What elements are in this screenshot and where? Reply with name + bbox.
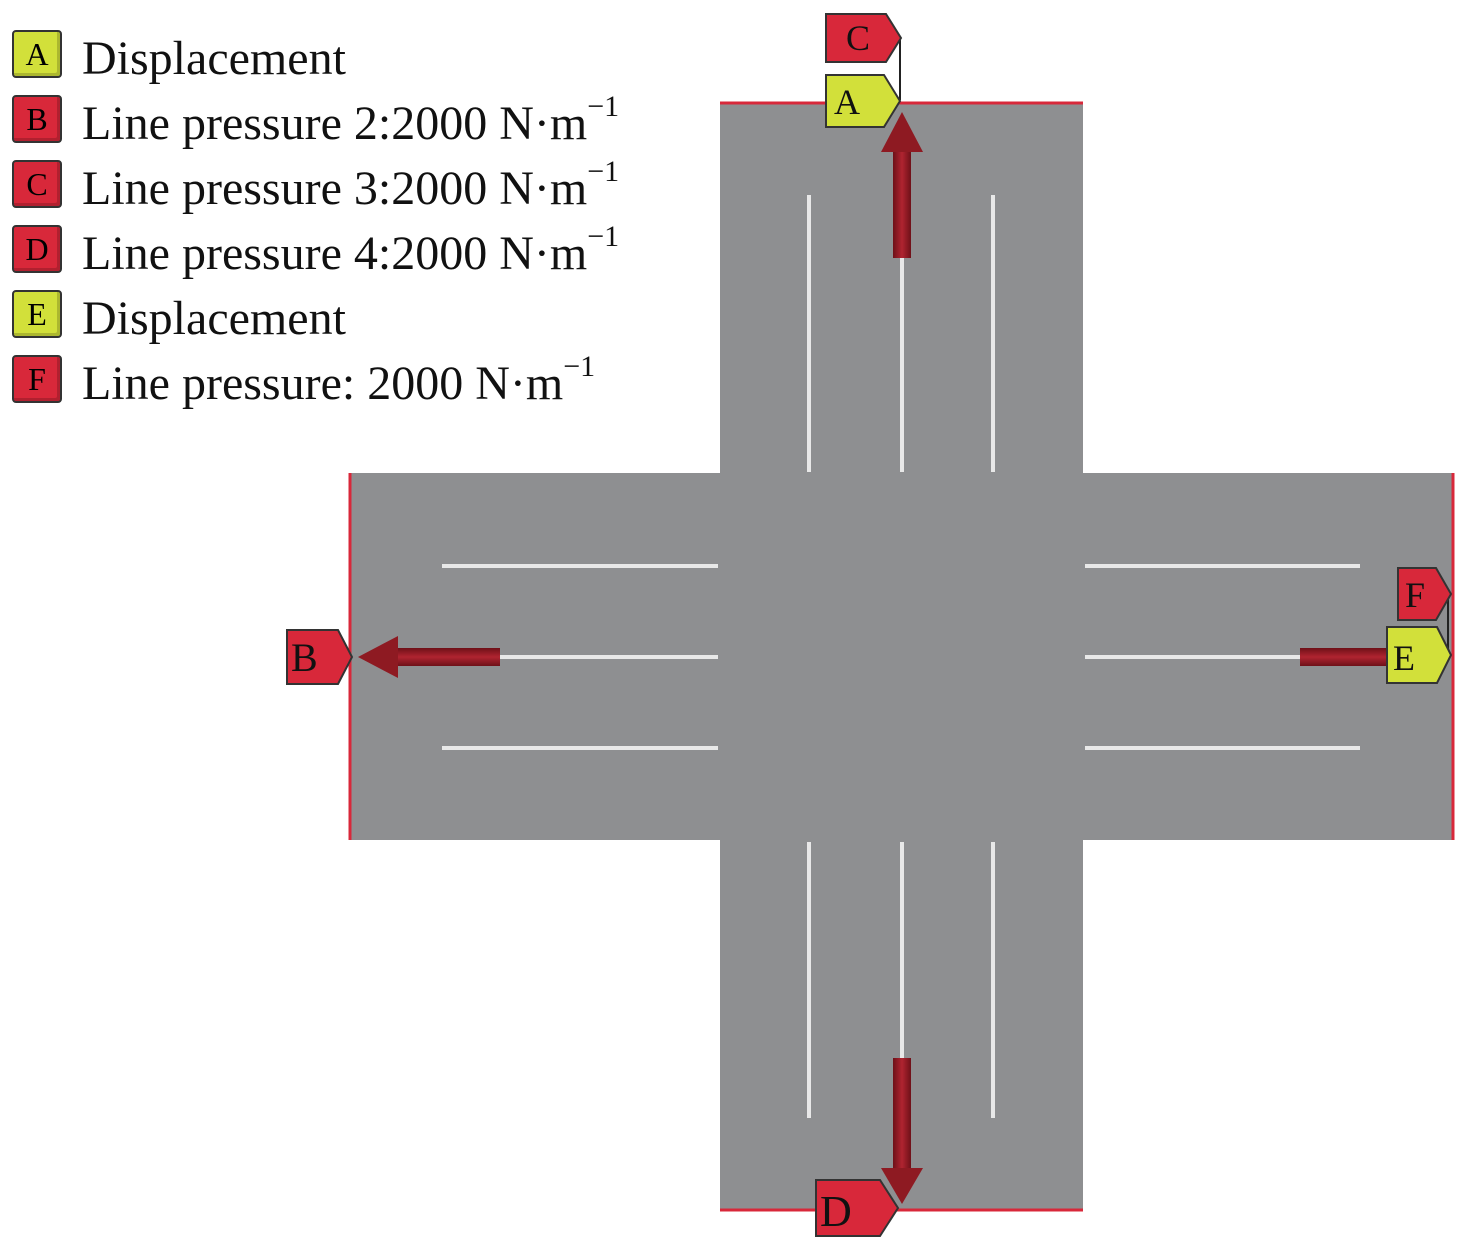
- legend-label-b: Line pressure 2:2000 N·m−1: [82, 90, 620, 150]
- legend-label-e: Displacement: [82, 292, 346, 345]
- marker-d-tag: D: [815, 1179, 900, 1237]
- legend-label-f: Line pressure: 2000 N·m−1: [82, 350, 596, 410]
- pressure-arrow-south: [881, 1058, 923, 1204]
- legend-label-a: Displacement: [82, 32, 346, 85]
- legend-swatch-e: E: [12, 290, 62, 338]
- marker-e-tag: E: [1386, 626, 1453, 684]
- pressure-arrow-east: [1300, 648, 1396, 666]
- legend-swatch-f: F: [12, 355, 62, 403]
- marker-f-tag: F: [1397, 567, 1453, 621]
- marker-e-label: E: [1393, 638, 1415, 678]
- marker-c-label: C: [846, 18, 870, 58]
- road-surface: [350, 103, 1453, 1210]
- legend-swatch-a: A: [12, 30, 62, 78]
- marker-c-tag: C: [825, 13, 903, 63]
- marker-b-label: B: [291, 635, 318, 680]
- pressure-arrow-north: [881, 112, 923, 258]
- legend-swatch-d: D: [12, 225, 62, 273]
- legend-label-c: Line pressure 3:2000 N·m−1: [82, 155, 620, 215]
- marker-f-label: F: [1405, 575, 1425, 615]
- legend-swatch-c: C: [12, 160, 62, 208]
- marker-a-label: A: [834, 82, 860, 122]
- marker-a-tag: A: [825, 74, 902, 128]
- marker-d-label: D: [820, 1187, 852, 1236]
- marker-b-tag: B: [286, 629, 354, 685]
- pressure-arrow-west: [358, 636, 500, 678]
- legend-label-d: Line pressure 4:2000 N·m−1: [82, 220, 620, 280]
- legend-swatch-b: B: [12, 95, 62, 143]
